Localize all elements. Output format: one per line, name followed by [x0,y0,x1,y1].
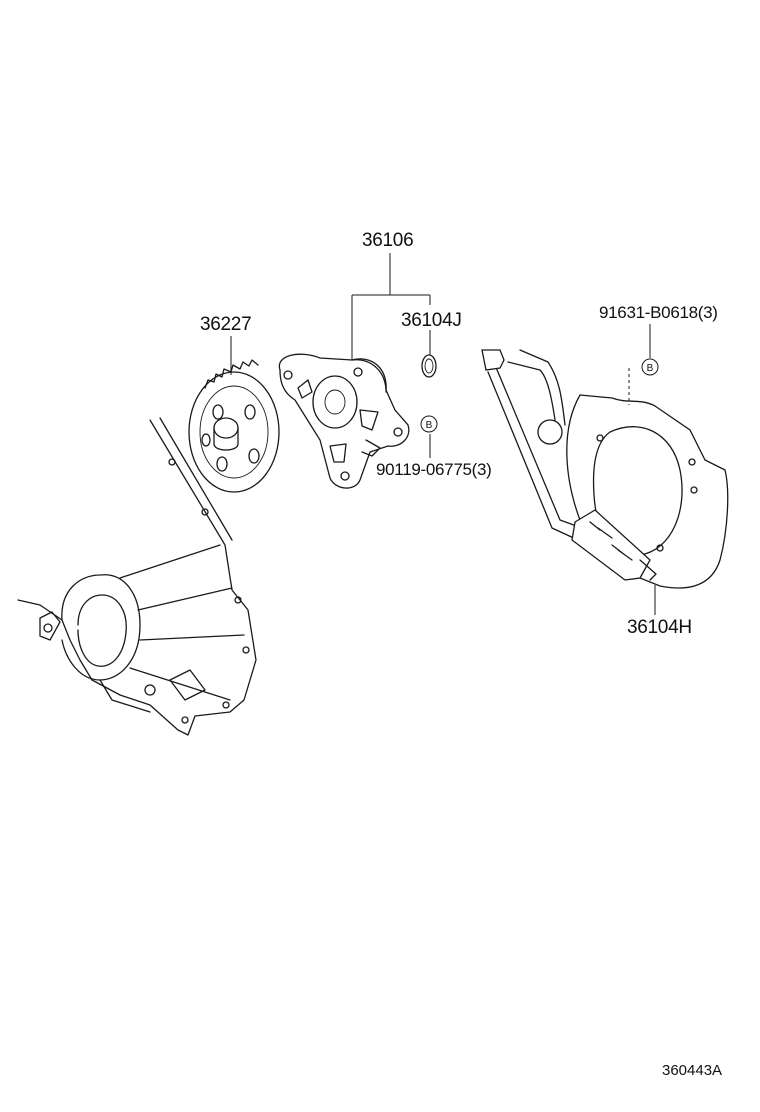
label-36104J: 36104J [401,310,462,331]
marker-b-bolt-91631: B [641,358,659,376]
label-36227: 36227 [200,314,252,335]
label-90119-06775: 90119-06775(3) [376,460,492,479]
oil-pump-body [278,353,410,489]
diagram-reference-code: 360443A [662,1062,723,1079]
o-ring [421,354,437,378]
transfer-case-housing [17,417,257,736]
marker-b-label-2: B [647,363,654,374]
marker-b-label-1: B [426,420,433,431]
label-91631-B0618: 91631-B0618(3) [599,303,718,322]
label-36104H: 36104H [627,617,692,638]
speedometer-drive-gear [188,359,280,493]
leader-lines [230,253,656,615]
sensor-plate-assembly [481,349,729,589]
marker-b-bolt-90119: B [420,415,438,433]
label-36106: 36106 [362,230,414,251]
